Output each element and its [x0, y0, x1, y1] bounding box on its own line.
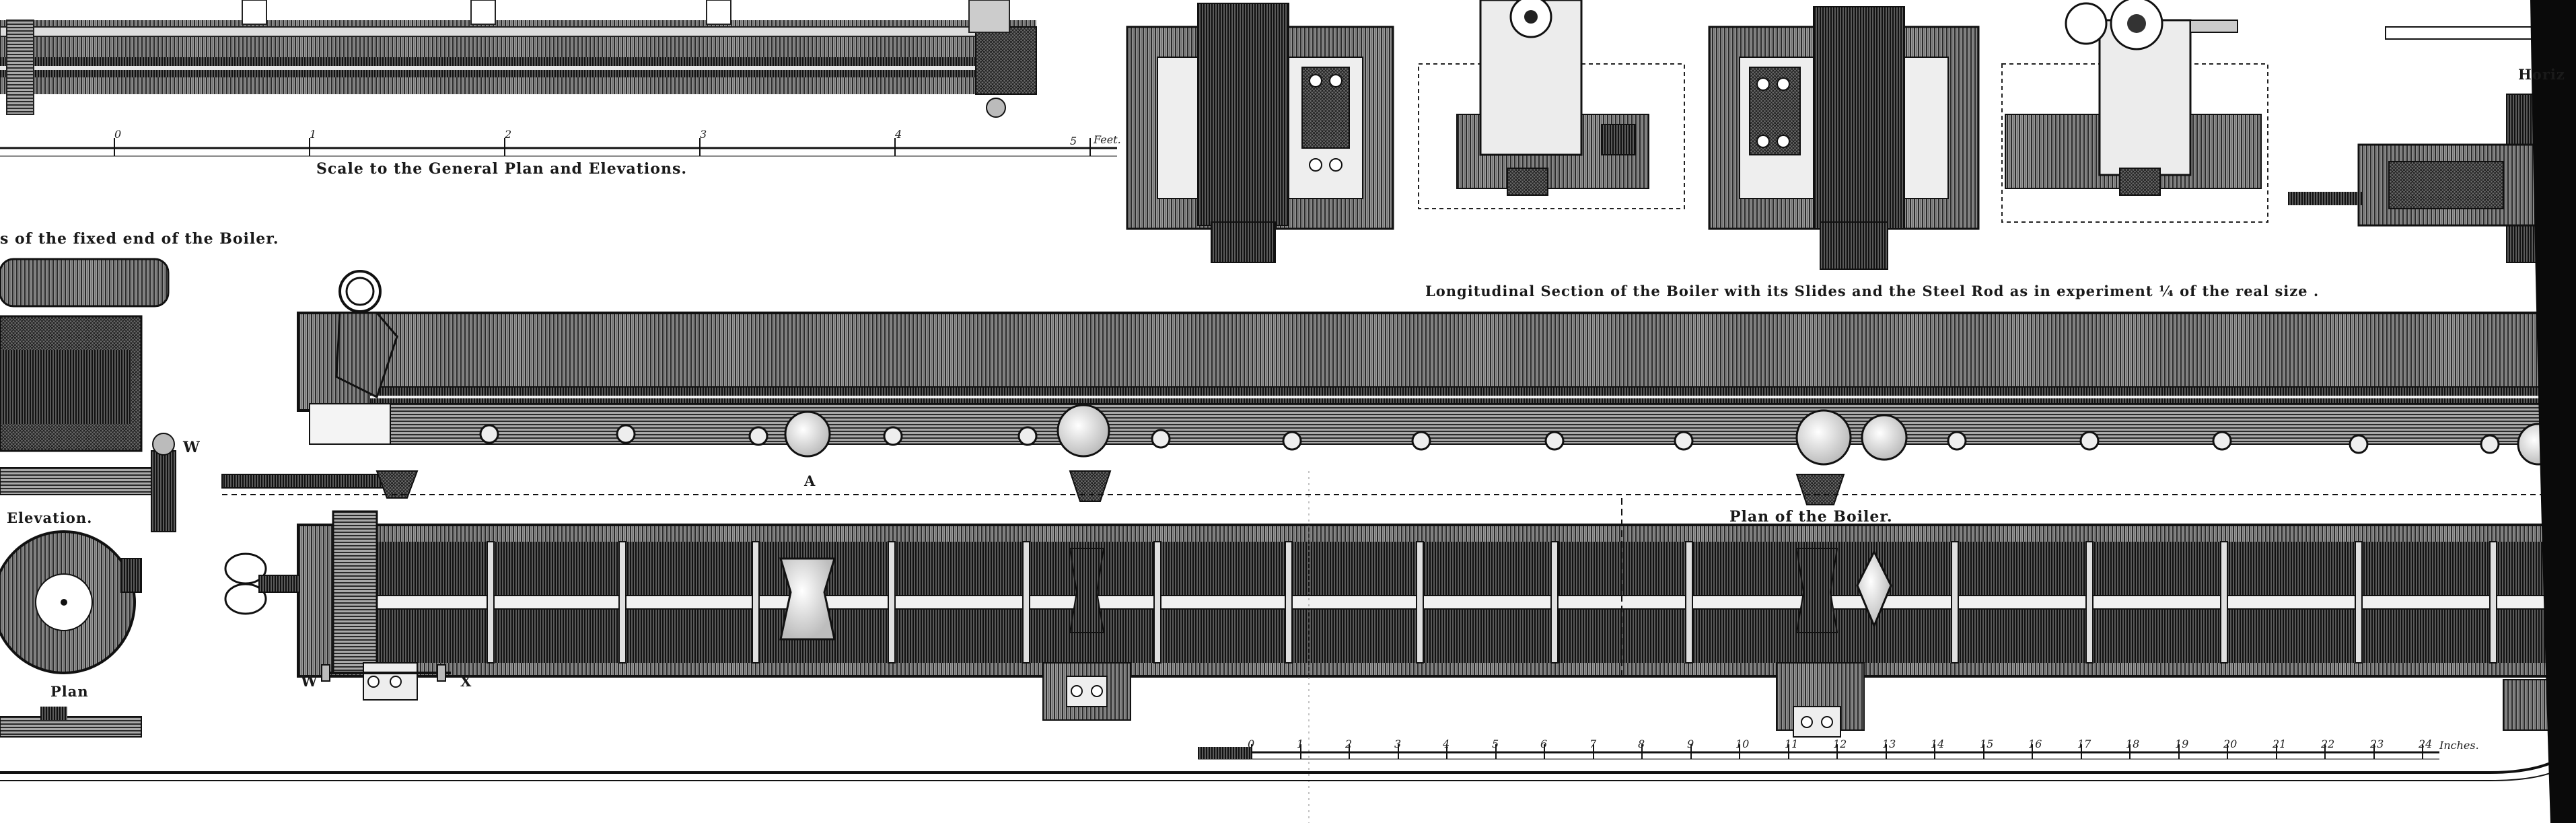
letter-a: A — [804, 472, 816, 489]
small-plan-caption: Plan — [50, 683, 89, 700]
inch-tick-label: 2 — [1345, 738, 1353, 750]
boiler-plan — [224, 471, 2576, 823]
general-scale-caption: Scale to the General Plan and Elevations… — [316, 160, 687, 178]
inch-tick-label: 24 — [2419, 738, 2433, 750]
feet-scale — [0, 138, 1117, 157]
letter-w-upper: W — [183, 439, 201, 456]
fixed-end-details — [0, 258, 176, 738]
feet-tick-label: 2 — [505, 128, 512, 141]
cross-section-details — [1126, 0, 2268, 270]
horiz-caption-fragment: Horiz — [2518, 66, 2565, 83]
inch-tick-label: 21 — [2273, 738, 2287, 750]
inch-tick-label: 19 — [2175, 738, 2189, 750]
inch-tick-label: 5 — [1492, 738, 1499, 750]
letter-w-lower: W — [301, 673, 318, 690]
inch-tick-label: 13 — [1882, 738, 1896, 750]
fixed-end-caption: s of the fixed end of the Boiler. — [0, 230, 279, 248]
inch-tick-label: 18 — [2126, 738, 2140, 750]
inch-tick-label: 14 — [1931, 738, 1945, 750]
inch-tick-label: 1 — [1297, 738, 1304, 750]
feet-tick-label: 0 — [114, 128, 122, 141]
inch-tick-label: 10 — [1736, 738, 1750, 750]
longitudinal-section — [221, 270, 2576, 505]
inch-tick-label: 11 — [1785, 738, 1799, 750]
inch-tick-label: 6 — [1540, 738, 1548, 750]
inch-tick-label: 7 — [1589, 738, 1597, 750]
inch-tick-label: 9 — [1687, 738, 1694, 750]
elevation-caption: Elevation. — [7, 509, 93, 526]
inch-tick-label: 17 — [2077, 738, 2091, 750]
feet-tick-label: 1 — [310, 128, 317, 141]
inch-tick-label: 23 — [2370, 738, 2384, 750]
feet-tick-label: 5 — [1070, 135, 1077, 147]
feet-tick-label: 3 — [700, 128, 707, 141]
inch-tick-label: 15 — [1980, 738, 1994, 750]
letter-x: X — [460, 673, 472, 690]
inch-unit-label: Inches. — [2439, 739, 2479, 752]
longitudinal-section-caption: Longitudinal Section of the Boiler with … — [1425, 283, 2320, 299]
inch-tick-label: 22 — [2321, 738, 2335, 750]
inch-tick-label: 12 — [1833, 738, 1847, 750]
inch-tick-label: 16 — [2028, 738, 2042, 750]
inch-tick-label: 3 — [1394, 738, 1402, 750]
inch-scale — [1198, 747, 2439, 760]
inch-tick-label: 8 — [1638, 738, 1645, 750]
inch-tick-label: 0 — [1248, 738, 1255, 750]
feet-unit-label: Feet. — [1094, 133, 1121, 146]
boiler-plan-caption: Plan of the Boiler. — [1729, 508, 1893, 526]
general-elevation-drawing — [0, 0, 1037, 118]
inch-tick-label: 4 — [1443, 738, 1450, 750]
inch-tick-label: 20 — [2223, 738, 2238, 750]
feet-tick-label: 4 — [895, 128, 902, 141]
